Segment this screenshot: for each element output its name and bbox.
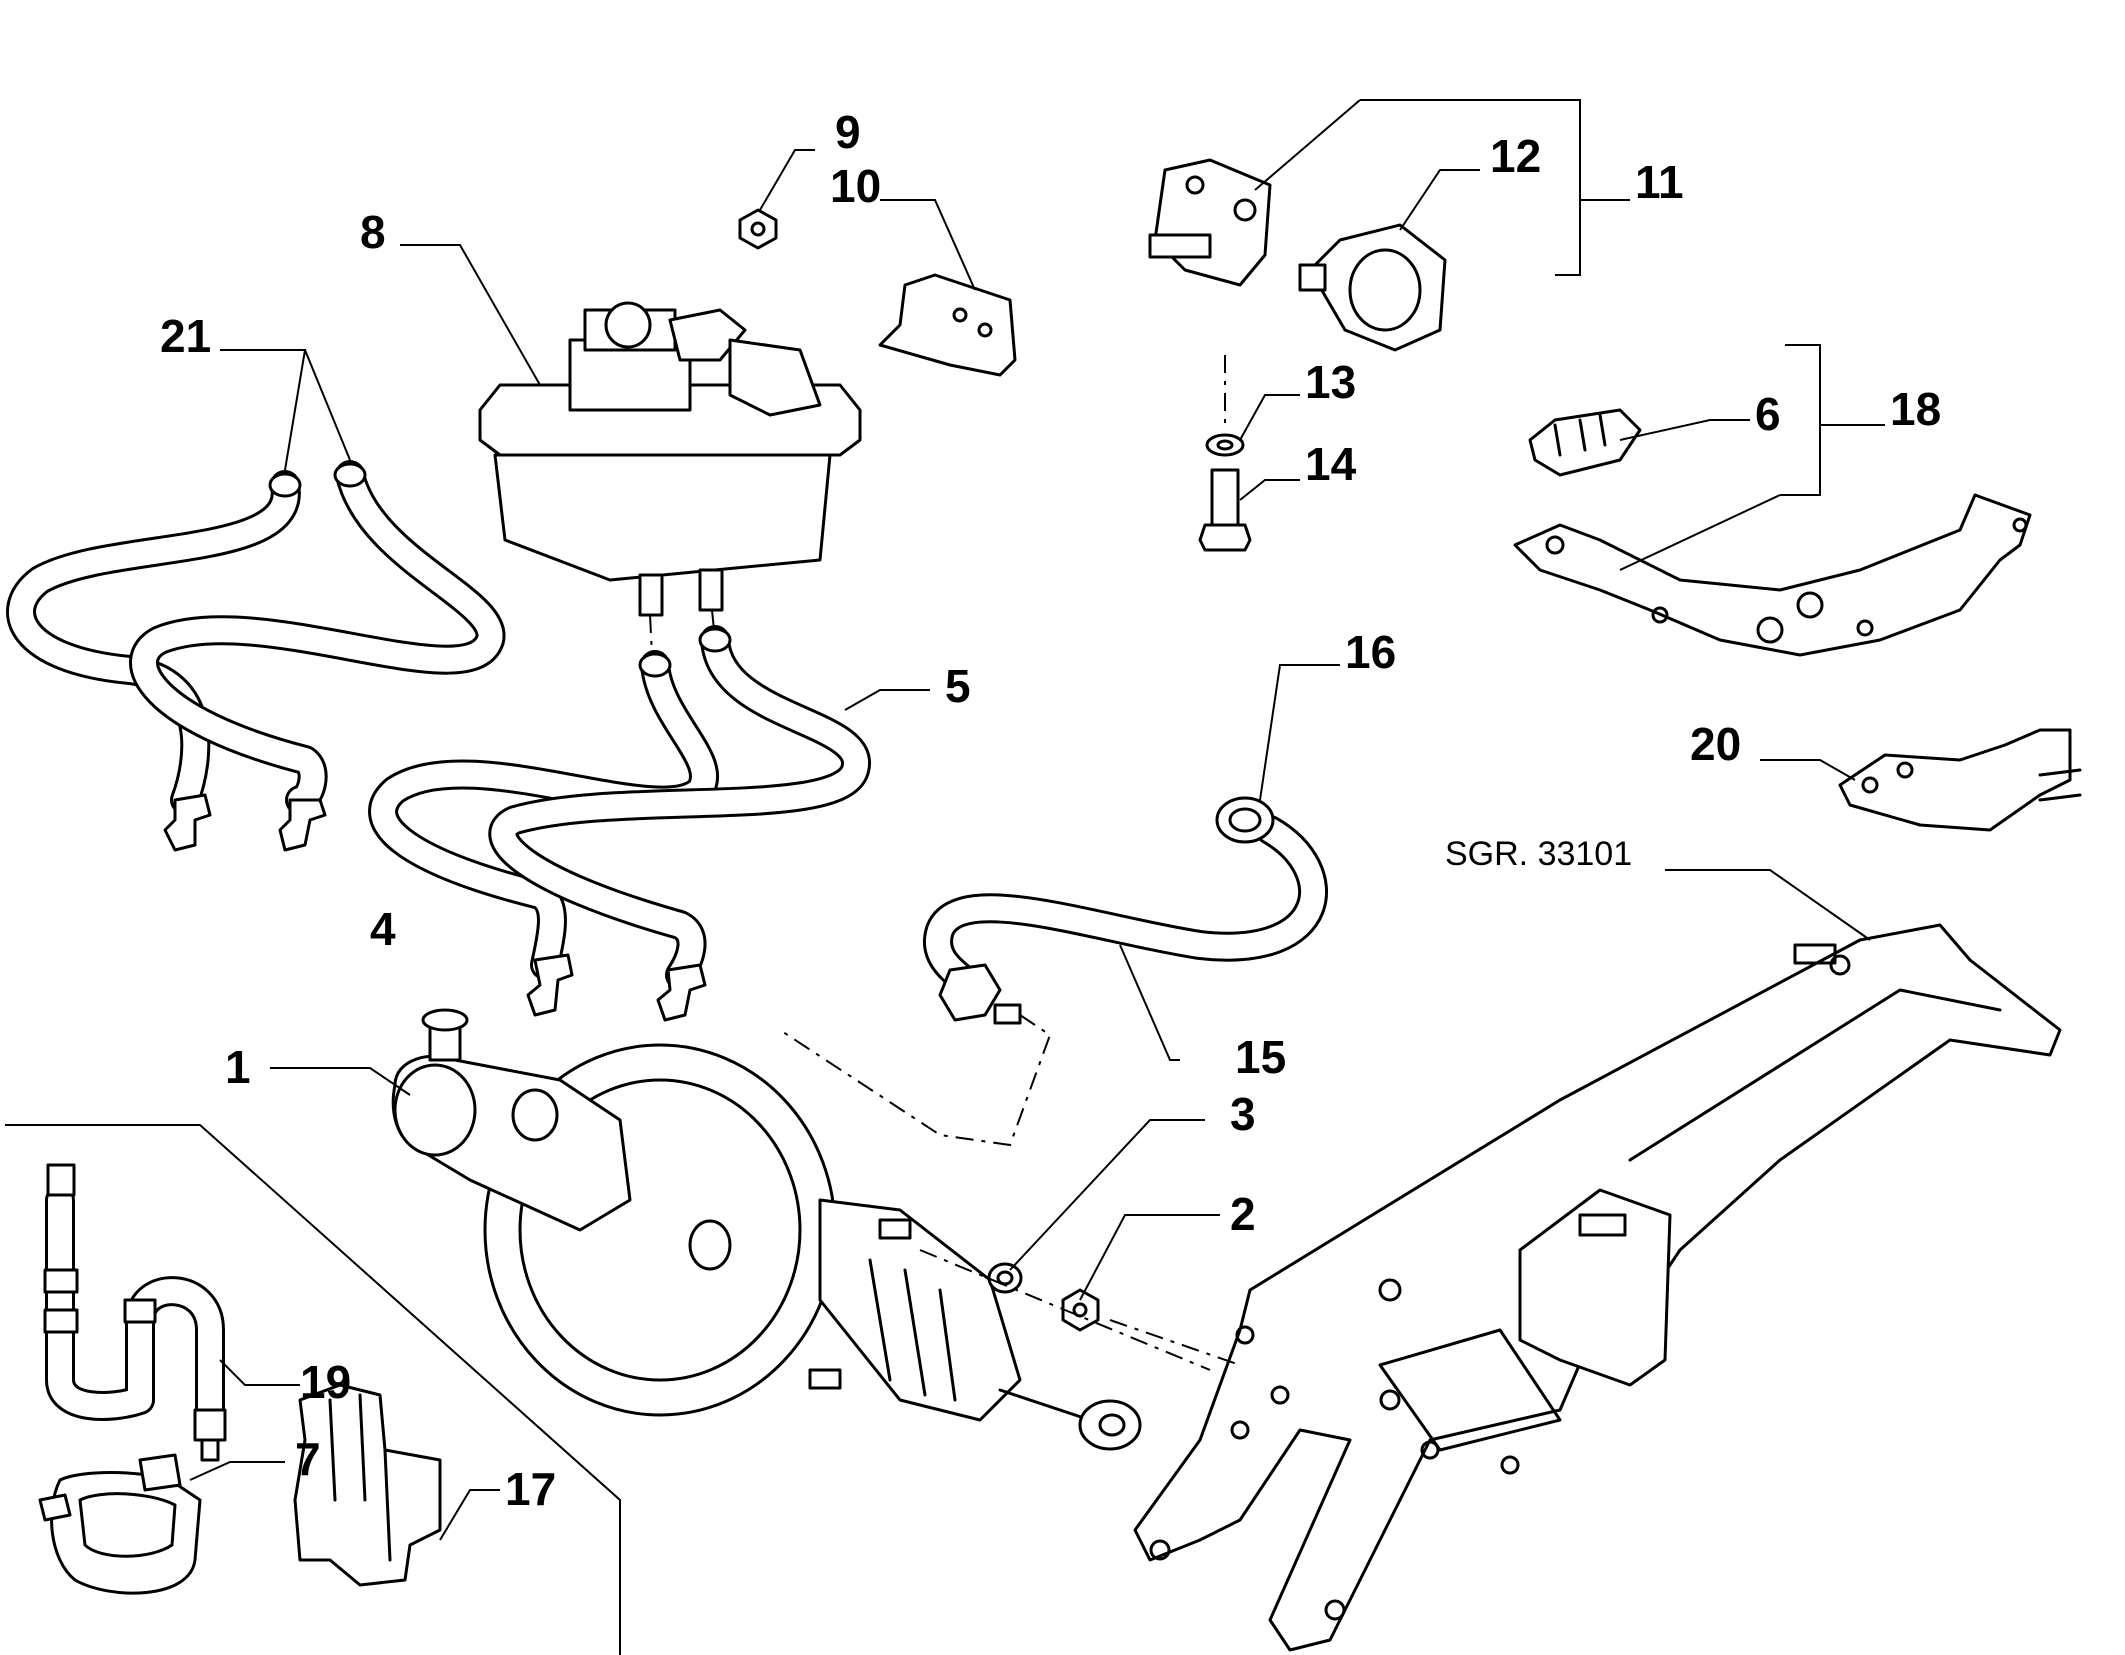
reference-label: SGR. 33101 xyxy=(1445,835,1632,873)
callout-8: 8 xyxy=(360,206,386,258)
leader-17 xyxy=(439,1489,500,1541)
leader-3 xyxy=(1009,1119,1205,1271)
callout-10: 10 xyxy=(830,160,881,212)
pedal-support-bracket xyxy=(1133,923,2062,1652)
callout-15: 15 xyxy=(1235,1031,1286,1083)
callout-3: 3 xyxy=(1230,1088,1256,1140)
leader-2 xyxy=(1079,1214,1220,1301)
callout-17: 17 xyxy=(505,1463,556,1515)
reservoir-outlet-line-b xyxy=(711,609,715,631)
leader-13 xyxy=(1239,394,1300,441)
bracket-line-11-12 xyxy=(1360,99,1581,276)
callout-12: 12 xyxy=(1490,130,1541,182)
hose-clamp-part-16 xyxy=(1215,796,1275,844)
leader-16 xyxy=(1259,664,1340,801)
bolt-part-14 xyxy=(1198,468,1252,552)
callout-16: 16 xyxy=(1345,626,1396,678)
leader-ref xyxy=(1665,869,1871,941)
callout-6: 6 xyxy=(1755,388,1781,440)
nut-part-2 xyxy=(1061,1288,1100,1332)
callout-7: 7 xyxy=(295,1433,321,1485)
nut-part-9 xyxy=(738,208,778,250)
leader-5 xyxy=(844,689,930,711)
callout-13: 13 xyxy=(1305,356,1356,408)
switch-body-part-11 xyxy=(1148,158,1272,287)
leader-20 xyxy=(1760,759,1856,781)
callout-21: 21 xyxy=(160,310,211,362)
leader-7 xyxy=(189,1461,285,1481)
leader-21-b xyxy=(304,349,351,461)
leader-6 xyxy=(1619,419,1750,441)
washer-part-13 xyxy=(1205,433,1245,457)
callout-2: 2 xyxy=(1230,1188,1256,1240)
leader-12 xyxy=(1399,169,1480,231)
callout-19: 19 xyxy=(300,1356,351,1408)
vacuum-hose-part-15 xyxy=(923,815,1328,1025)
connector-part-12 xyxy=(1298,223,1447,352)
callout-14: 14 xyxy=(1305,438,1357,490)
plate-bracket-part-20 xyxy=(1838,728,2082,832)
leader-9 xyxy=(759,149,815,211)
leader-21 xyxy=(220,349,307,471)
hose-pair-part-21 xyxy=(6,460,506,852)
support-bracket-part-18 xyxy=(1513,493,2032,657)
callout-5: 5 xyxy=(945,660,971,712)
clip-part-6 xyxy=(1528,408,1642,477)
callout-1: 1 xyxy=(225,1041,251,1093)
bracket-line-6-18 xyxy=(1780,344,1821,496)
callout-11: 11 xyxy=(1635,156,1684,208)
hose-pair-part-5 xyxy=(368,625,871,1022)
clip-holder-part-17 xyxy=(293,1383,442,1587)
bracket-part-10 xyxy=(878,273,1017,377)
reservoir-outlet-line-a xyxy=(649,614,653,656)
leader-1 xyxy=(270,1067,411,1096)
stud-axis-line xyxy=(919,1249,1211,1371)
leader-11 xyxy=(1254,99,1361,191)
leader-8 xyxy=(400,244,541,386)
vacuum-hose-dash-line xyxy=(779,1014,1052,1147)
hose-clamp-part-7 xyxy=(38,1453,202,1595)
mount-axis-line xyxy=(1109,1319,1241,1366)
washer-part-3 xyxy=(987,1262,1023,1294)
leader-18-b xyxy=(1619,494,1781,571)
brake-pipe-part-19 xyxy=(43,1163,227,1462)
callout-4: 4 xyxy=(370,903,396,955)
callout-9: 9 xyxy=(835,106,861,158)
brake-fluid-reservoir xyxy=(478,301,862,617)
section-divider-line xyxy=(5,1124,621,1655)
leader-10 xyxy=(880,199,976,291)
leader-19 xyxy=(219,1359,300,1386)
leader-15 xyxy=(1119,944,1180,1061)
callout-20: 20 xyxy=(1690,718,1741,770)
leader-14 xyxy=(1239,479,1300,501)
brake-booster-part-1 xyxy=(391,1008,1142,1451)
callout-18: 18 xyxy=(1890,383,1941,435)
